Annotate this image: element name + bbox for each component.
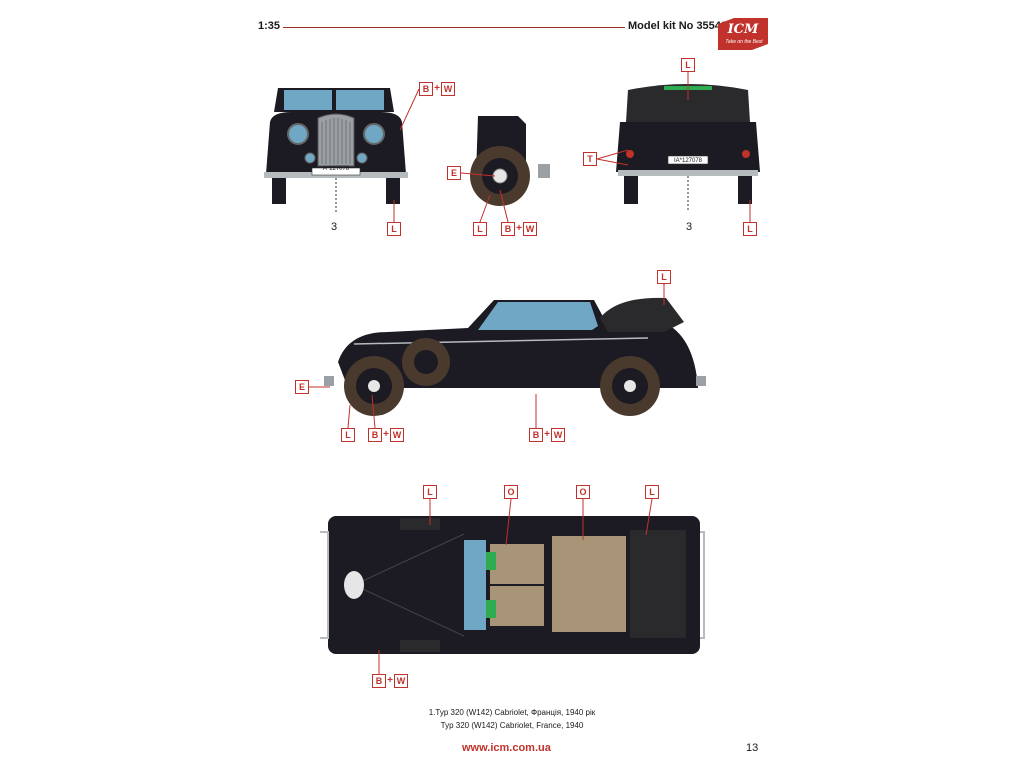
rear-l-callout: L — [743, 222, 757, 236]
logo-text: ICM — [727, 22, 759, 37]
side-e-callout: E — [295, 380, 309, 394]
wheel-bw-callout: B+W — [501, 222, 537, 236]
logo-slogan: Take on the Best — [725, 39, 763, 45]
wheel-detail-view — [468, 108, 558, 220]
front-dimension-ref: 3 — [331, 221, 338, 233]
caption-english: Typ 320 (W142) Cabriolet, France, 1940 — [440, 721, 584, 730]
top-bw-callout: B+W — [372, 674, 408, 688]
side-l-callout: L — [341, 428, 355, 442]
top-view — [314, 512, 706, 658]
scale-label: 1:35 — [258, 20, 281, 32]
rear-t-callout: T — [583, 152, 597, 166]
side-top-l-callout: L — [657, 270, 671, 284]
rear-dimension-ref: 3 — [686, 221, 693, 233]
side-front-bw-callout: B+W — [368, 428, 404, 442]
website-link[interactable]: www.icm.com.ua — [462, 742, 551, 754]
side-view — [318, 292, 712, 422]
kit-number: Model kit No 35540 — [628, 20, 728, 32]
caption-ukrainian: 1.Typ 320 (W142) Cabriolet, Франція, 194… — [428, 708, 596, 717]
top-o1-callout: O — [504, 485, 518, 499]
front-l-callout: L — [387, 222, 401, 236]
wheel-e-callout: E — [447, 166, 461, 180]
rear-view: IA*127078 — [616, 82, 760, 212]
icm-logo: ICM Take on the Best — [714, 14, 772, 54]
wheel-l-callout: L — [473, 222, 487, 236]
top-l1-callout: L — [423, 485, 437, 499]
header-rule — [283, 27, 625, 28]
side-body-bw-callout: B+W — [529, 428, 565, 442]
front-view: A*127078 — [262, 82, 410, 212]
top-o2-callout: O — [576, 485, 590, 499]
logo-badge-icon — [718, 18, 768, 50]
front-plate-text: A*127078 — [322, 166, 350, 172]
rear-plate-text: IA*127078 — [673, 158, 703, 164]
page-number: 13 — [746, 742, 759, 754]
rear-top-l-callout: L — [681, 58, 695, 72]
front-bw-callout: B+W — [419, 82, 455, 96]
top-l2-callout: L — [645, 485, 659, 499]
